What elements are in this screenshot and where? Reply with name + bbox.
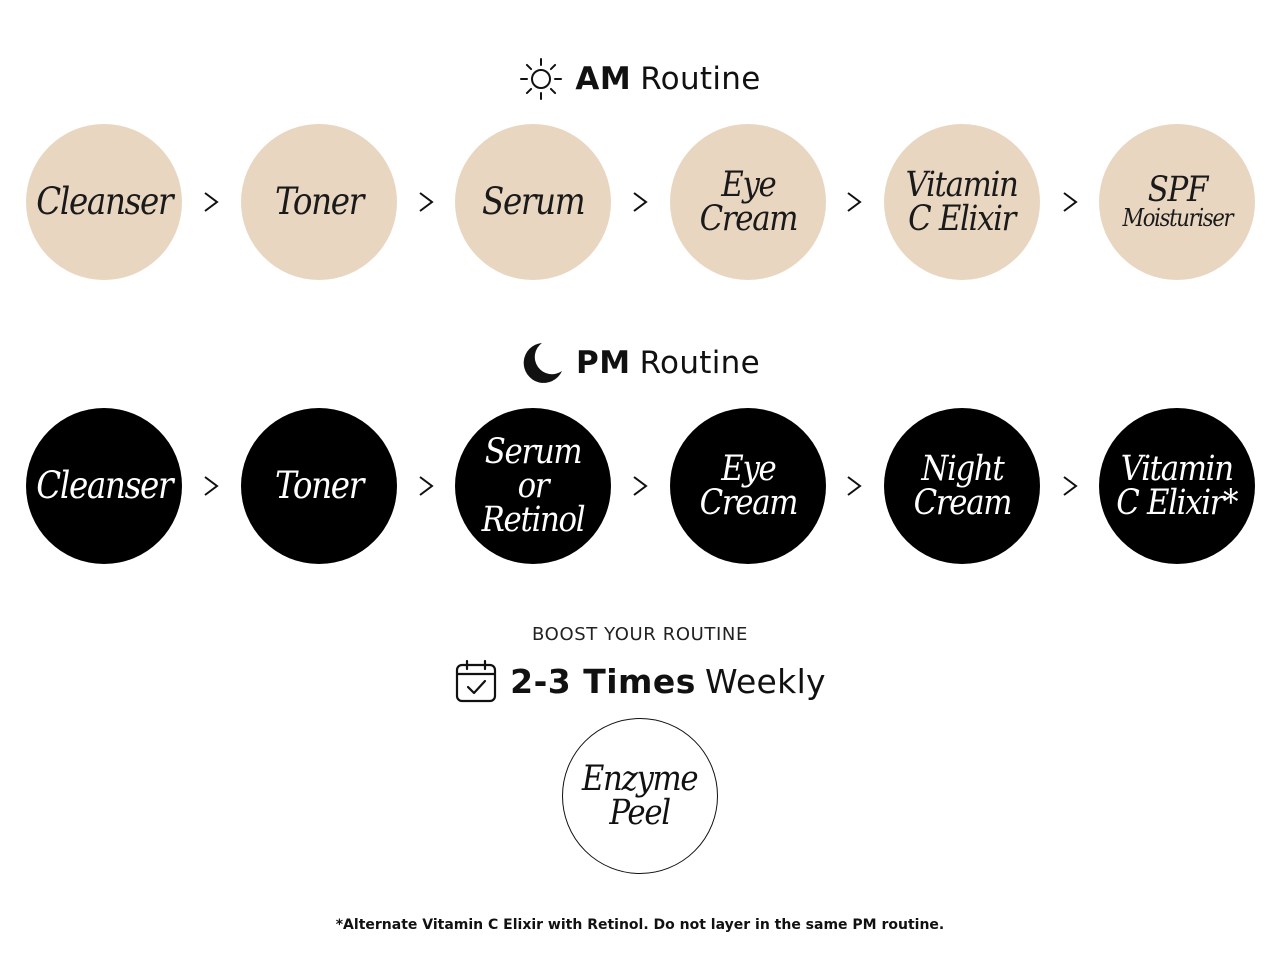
pm-step-cleanser: Cleanser [26, 408, 182, 564]
am-title-bold: AM [575, 60, 632, 97]
pm-step-label: Night [920, 448, 1004, 489]
pm-step-eye-cream: Eye Cream [670, 408, 826, 564]
pm-step-label: Cream [913, 483, 1012, 523]
am-step-label: Eye [720, 164, 776, 205]
am-step-label: Vitamin [906, 164, 1019, 205]
chevron-right-icon [411, 124, 441, 280]
chevron-right-icon [196, 408, 226, 564]
am-step-eye-cream: Eye Cream [670, 124, 826, 280]
sun-icon [519, 57, 563, 101]
boost-routine-label: BOOST YOUR ROUTINE [532, 624, 748, 645]
am-step-label: Cream [699, 199, 798, 239]
weekly-frequency-light: Weekly [704, 661, 826, 701]
am-step-label: Serum [481, 179, 586, 223]
pm-routine-steps: Cleanser Toner Serum or Retinol Eye Crea… [0, 408, 1280, 564]
pm-step-label: Eye [720, 448, 776, 489]
am-step-vitamin-c-elixir: Vitamin C Elixir [884, 124, 1040, 280]
chevron-right-icon [839, 408, 869, 564]
pm-step-label: Vitamin [1121, 448, 1234, 489]
pm-title-light: Routine [639, 344, 760, 381]
pm-step-label: Cream [699, 483, 798, 523]
footnote: *Alternate Vitamin C Elixir with Retinol… [335, 917, 945, 933]
am-step-toner: Toner [241, 124, 397, 280]
am-step-label: Moisturiser [1122, 204, 1233, 233]
chevron-right-icon [196, 124, 226, 280]
pm-step-label: Serum or [484, 431, 583, 506]
am-routine-steps: Cleanser Toner Serum Eye Cream Vitamin C… [0, 124, 1280, 280]
am-title-light: Routine [640, 60, 761, 97]
boost-step-label: Peel [609, 793, 672, 833]
pm-step-label: Cleanser [36, 463, 173, 507]
pm-title-bold: PM [576, 344, 631, 381]
am-step-cleanser: Cleanser [26, 124, 182, 280]
pm-step-label: Toner [275, 463, 364, 507]
am-step-label: Cleanser [36, 179, 173, 223]
chevron-right-icon [839, 124, 869, 280]
pm-routine-heading: PM Routine [0, 341, 1280, 385]
am-step-label: SPF [1147, 170, 1208, 211]
chevron-right-icon [1055, 408, 1085, 564]
am-routine-heading: AM Routine [0, 57, 1280, 101]
chevron-right-icon [411, 408, 441, 564]
am-step-spf-moisturiser: SPF Moisturiser [1099, 124, 1255, 280]
pm-step-label: C Elixir* [1116, 483, 1238, 523]
am-step-serum: Serum [455, 124, 611, 280]
am-step-label: C Elixir [908, 199, 1017, 239]
pm-step-night-cream: Night Cream [884, 408, 1040, 564]
pm-step-vitamin-c-elixir: Vitamin C Elixir* [1099, 408, 1255, 564]
pm-step-toner: Toner [241, 408, 397, 564]
pm-step-serum-or-retinol: Serum or Retinol [455, 408, 611, 564]
calendar-check-icon [454, 658, 498, 704]
chevron-right-icon [625, 408, 655, 564]
pm-step-label: Retinol [481, 500, 586, 541]
chevron-right-icon [625, 124, 655, 280]
moon-icon [520, 341, 564, 385]
weekly-frequency-heading: 2-3 Times Weekly [0, 658, 1280, 704]
boost-step-label: Enzyme [582, 758, 699, 799]
boost-step-enzyme-peel: Enzyme Peel [562, 718, 718, 874]
am-step-label: Toner [275, 179, 364, 223]
chevron-right-icon [1055, 124, 1085, 280]
weekly-frequency-bold: 2-3 Times [510, 661, 696, 701]
